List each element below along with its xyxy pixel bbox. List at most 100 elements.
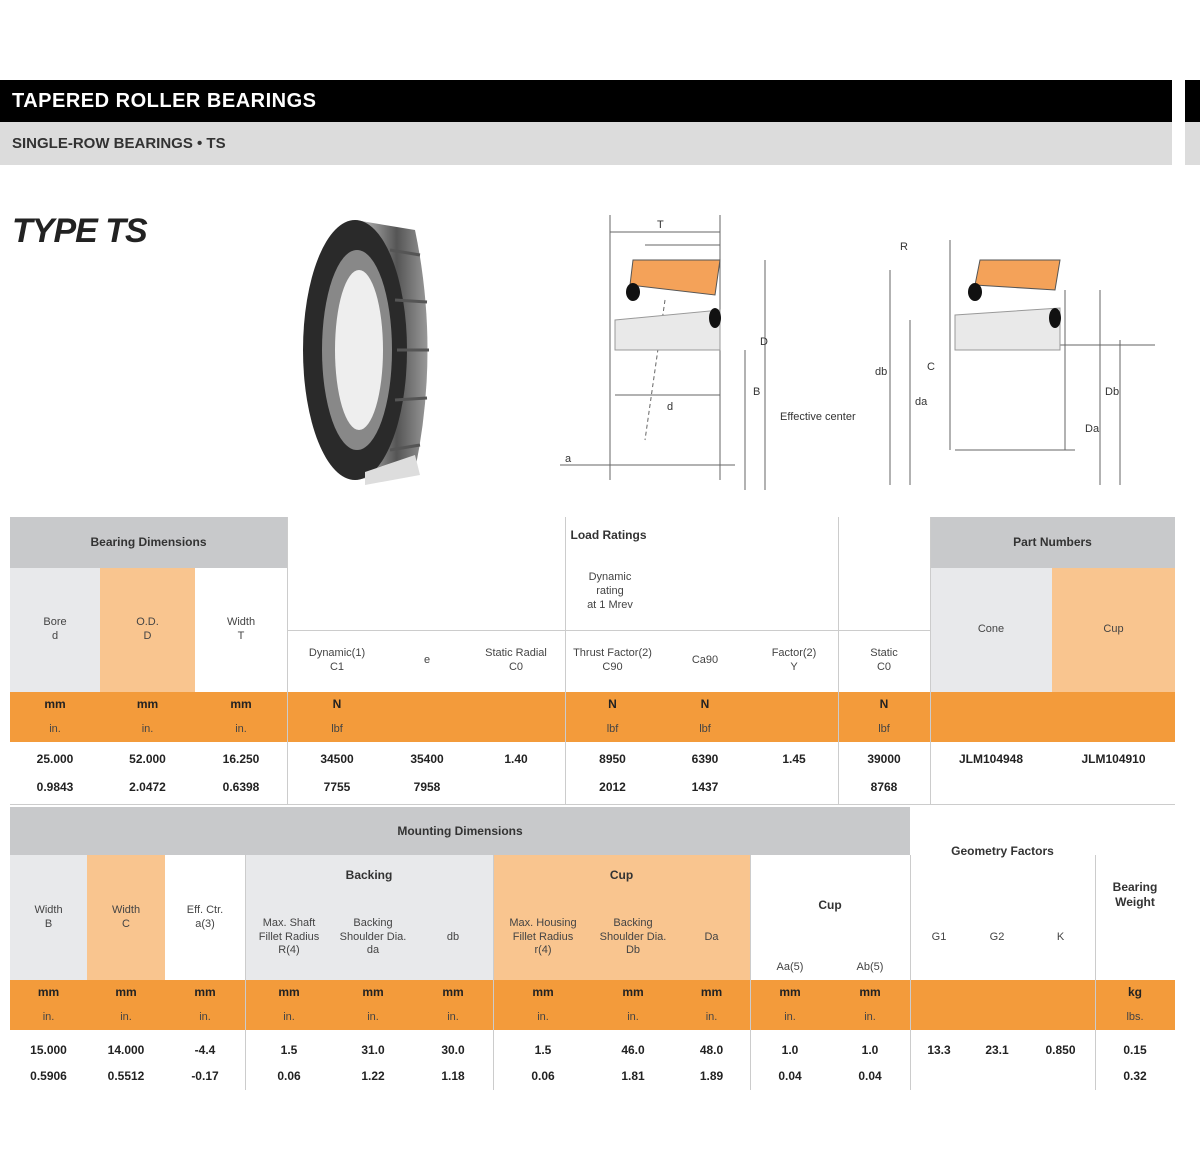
units-cell: mm xyxy=(333,980,413,1005)
units-cell xyxy=(910,980,968,1005)
data-value-imperial: 0.5512 xyxy=(107,1068,145,1083)
units-cell-imperial: in. xyxy=(195,717,287,742)
column-header: Aa(5) xyxy=(750,955,830,980)
data-value-imperial: 2.0472 xyxy=(129,779,166,794)
units-cell-imperial xyxy=(930,717,1052,742)
diagram-label-d-bore: d xyxy=(667,401,673,413)
units-cell-imperial: in. xyxy=(245,1005,333,1030)
units-cell-imperial: lbf xyxy=(660,717,750,742)
data-value: 0.850 xyxy=(1045,1042,1076,1057)
divider xyxy=(245,855,246,1090)
data-value: 1.0 xyxy=(781,1042,799,1057)
units-cell: mm xyxy=(10,692,100,717)
diagram-label-da-outer: Da xyxy=(1085,423,1100,435)
divider xyxy=(565,517,566,805)
data-value: 34500 xyxy=(320,751,354,766)
divider xyxy=(930,517,931,805)
data-value-imperial xyxy=(930,773,1052,801)
diagram-label-b: B xyxy=(753,386,760,398)
units-cell: mm xyxy=(493,980,593,1005)
type-label: TYPE TS xyxy=(12,212,148,250)
units-cell: mm xyxy=(593,980,673,1005)
group-header-cup: Cup xyxy=(493,855,750,895)
column-header: db xyxy=(413,895,493,980)
diagram-label-da: da xyxy=(915,396,928,408)
data-value-imperial: 0.06 xyxy=(531,1068,555,1083)
diagram-label-d-outer: D xyxy=(760,336,768,348)
data-value: 25.000 xyxy=(36,751,74,766)
units-cell: mm xyxy=(750,980,830,1005)
data-value: 52.000 xyxy=(129,751,166,766)
units-cell: mm xyxy=(87,980,165,1005)
divider xyxy=(1095,855,1096,1090)
data-value: 13.3 xyxy=(927,1042,951,1057)
units-cell xyxy=(387,692,467,717)
units-cell-imperial: in. xyxy=(673,1005,750,1030)
data-value-imperial: 1437 xyxy=(691,779,719,794)
units-cell-imperial: in. xyxy=(10,1005,87,1030)
diagram-label-effective-center: Effective center xyxy=(780,411,856,423)
diagram-label-r: R xyxy=(900,241,908,253)
diagram-label-a: a xyxy=(565,453,572,465)
subtitle-bar-edge xyxy=(1185,122,1200,165)
data-value: 31.0 xyxy=(361,1042,385,1057)
data-value-imperial: 1.81 xyxy=(621,1068,645,1083)
units-cell-imperial xyxy=(1052,717,1175,742)
units-cell: mm xyxy=(413,980,493,1005)
title-bar-edge xyxy=(1185,80,1200,122)
data-value-imperial xyxy=(750,773,838,801)
data-value: 46.0 xyxy=(621,1042,645,1057)
units-cell: mm xyxy=(100,692,195,717)
units-cell: mm xyxy=(673,980,750,1005)
units-cell-imperial: in. xyxy=(493,1005,593,1030)
data-value: 1.40 xyxy=(504,751,528,766)
units-cell xyxy=(968,980,1026,1005)
column-header: Cup xyxy=(1052,568,1175,692)
data-value-imperial: 0.06 xyxy=(277,1068,301,1083)
data-value: 1.45 xyxy=(782,751,806,766)
data-value: 1.5 xyxy=(534,1042,552,1057)
data-value-imperial: 0.04 xyxy=(778,1068,802,1083)
units-cell: N xyxy=(838,692,930,717)
units-cell-imperial: in. xyxy=(87,1005,165,1030)
units-cell-imperial xyxy=(387,717,467,742)
data-value-imperial xyxy=(1026,1063,1095,1089)
units-cell xyxy=(1052,692,1175,717)
diagram-label-c: C xyxy=(927,361,935,373)
column-header: Eff. Ctr. a(3) xyxy=(165,855,245,980)
units-cell-imperial xyxy=(968,1005,1026,1030)
units-cell: mm xyxy=(195,692,287,717)
section-title: TAPERED ROLLER BEARINGS xyxy=(0,80,1172,122)
data-value-imperial: 0.9843 xyxy=(36,779,74,794)
divider xyxy=(910,855,911,1090)
data-value-imperial: -0.17 xyxy=(191,1068,219,1083)
units-cell-imperial: in. xyxy=(413,1005,493,1030)
column-header: Width B xyxy=(10,855,87,980)
units-cell-imperial: in. xyxy=(100,717,195,742)
group-header-mounting: Mounting Dimensions xyxy=(10,807,910,855)
units-cell: mm xyxy=(10,980,87,1005)
data-value-imperial: 7755 xyxy=(323,779,351,794)
group-header-dimensions: Bearing Dimensions xyxy=(10,517,287,568)
column-header: Ab(5) xyxy=(830,955,910,980)
column-header: Bore d xyxy=(10,568,100,692)
data-value-imperial: 7958 xyxy=(413,779,441,794)
column-header: G2 xyxy=(968,895,1026,980)
data-value: JLM104948 xyxy=(958,751,1024,766)
column-header: Static C0 xyxy=(838,630,930,692)
column-header: Width T xyxy=(195,568,287,692)
data-value-imperial: 2012 xyxy=(599,779,626,794)
data-value-imperial xyxy=(1052,773,1175,801)
section-subtitle: SINGLE-ROW BEARINGS • TS xyxy=(0,122,1172,165)
bearing-cross-section-diagrams: T D d B a Effective center R db da C Db … xyxy=(560,215,1155,490)
units-cell-imperial xyxy=(750,717,838,742)
group-header-cup-label: Cup xyxy=(750,855,910,955)
column-header: Dynamic(1) C1 xyxy=(287,630,387,692)
units-cell-imperial xyxy=(1026,1005,1095,1030)
data-value-imperial: 0.04 xyxy=(858,1068,882,1083)
units-cell: N xyxy=(565,692,660,717)
data-value: 16.250 xyxy=(222,751,260,766)
data-value: -4.4 xyxy=(194,1042,216,1057)
divider xyxy=(10,804,1175,805)
units-cell-imperial: in. xyxy=(750,1005,830,1030)
